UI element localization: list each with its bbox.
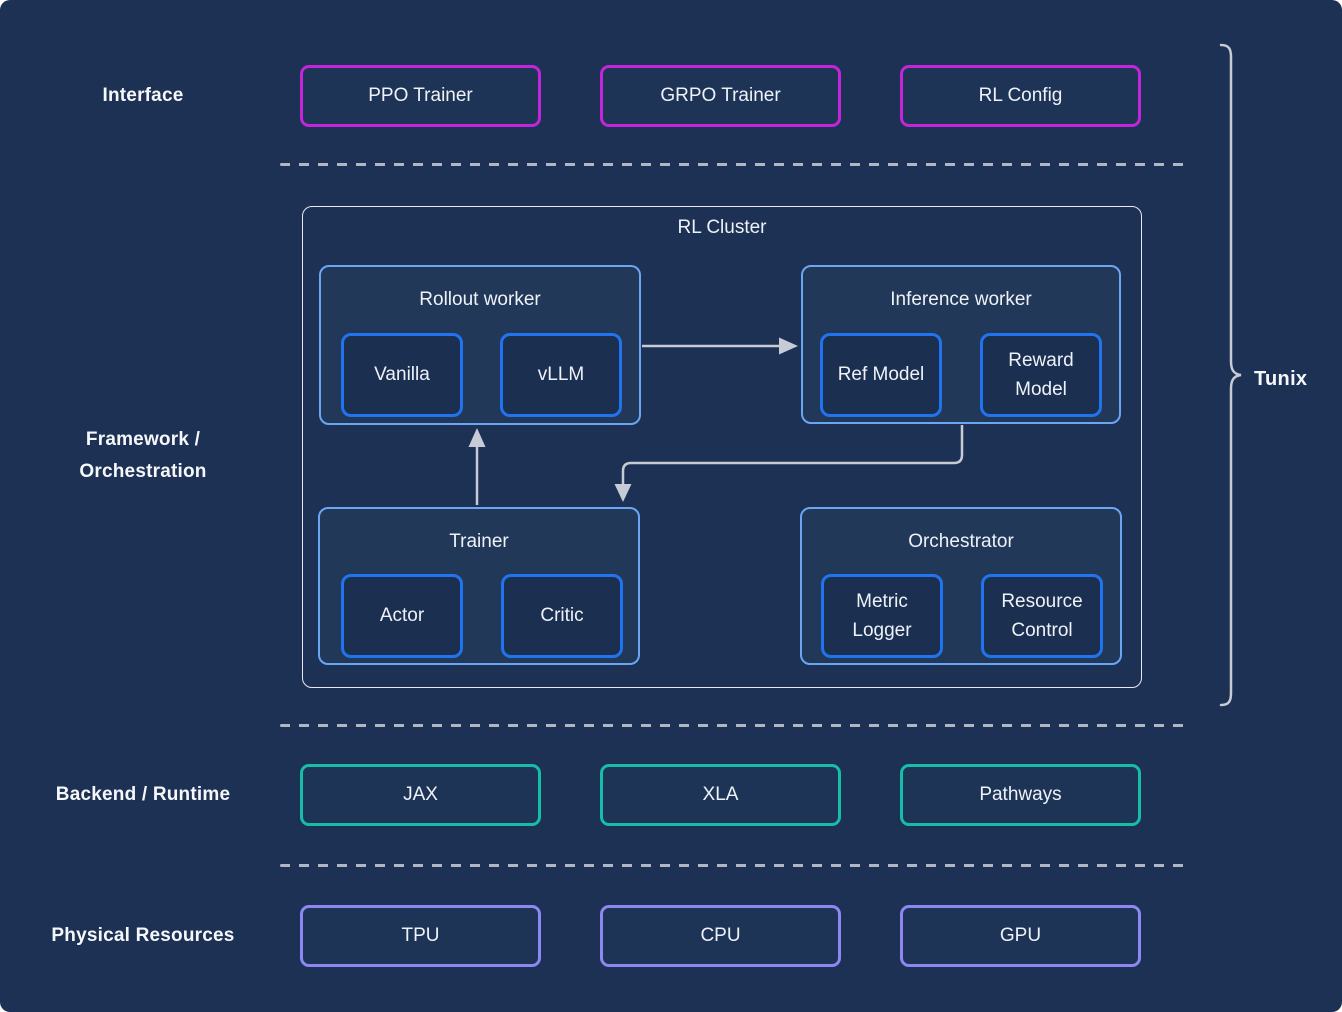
separator-backend-physical [280,864,1188,867]
module-metric-logger: Metric Logger [821,574,943,658]
orchestrator-title: Orchestrator [908,531,1014,552]
box-gpu: GPU [900,905,1141,967]
module-ref-model: Ref Model [820,333,942,417]
box-grpo-trainer: GRPO Trainer [600,65,841,127]
tunix-brace [1219,43,1242,707]
framework-layer-label: Framework / Orchestration [18,424,268,488]
backend-layer-label: Backend / Runtime [55,784,231,805]
module-actor: Actor [341,574,463,658]
rollout-worker-title: Rollout worker [419,289,541,310]
framework-layer-label-line1: Framework / [85,429,201,450]
box-tpu: TPU [300,905,541,967]
module-reward-model: Reward Model [980,333,1102,417]
box-jax: JAX [300,764,541,826]
rl-cluster-title: RL Cluster [677,217,767,238]
trainer-title: Trainer [449,531,509,552]
rl-cluster-box: RL Cluster [302,206,1142,688]
interface-layer-label: Interface [102,85,184,106]
box-cpu: CPU [600,905,841,967]
module-critic: Critic [501,574,623,658]
separator-interface-framework [280,163,1188,166]
module-vanilla: Vanilla [341,333,463,417]
box-rl-config: RL Config [900,65,1141,127]
module-resource-control: Resource Control [981,574,1103,658]
tunix-label: Tunix [1254,368,1308,390]
separator-framework-backend [280,724,1188,727]
box-xla: XLA [600,764,841,826]
box-ppo-trainer: PPO Trainer [300,65,541,127]
inference-worker-title: Inference worker [890,289,1032,310]
framework-layer-label-line2: Orchestration [79,461,207,482]
module-vllm: vLLM [500,333,622,417]
box-pathways: Pathways [900,764,1141,826]
physical-layer-label: Physical Resources [51,925,235,946]
